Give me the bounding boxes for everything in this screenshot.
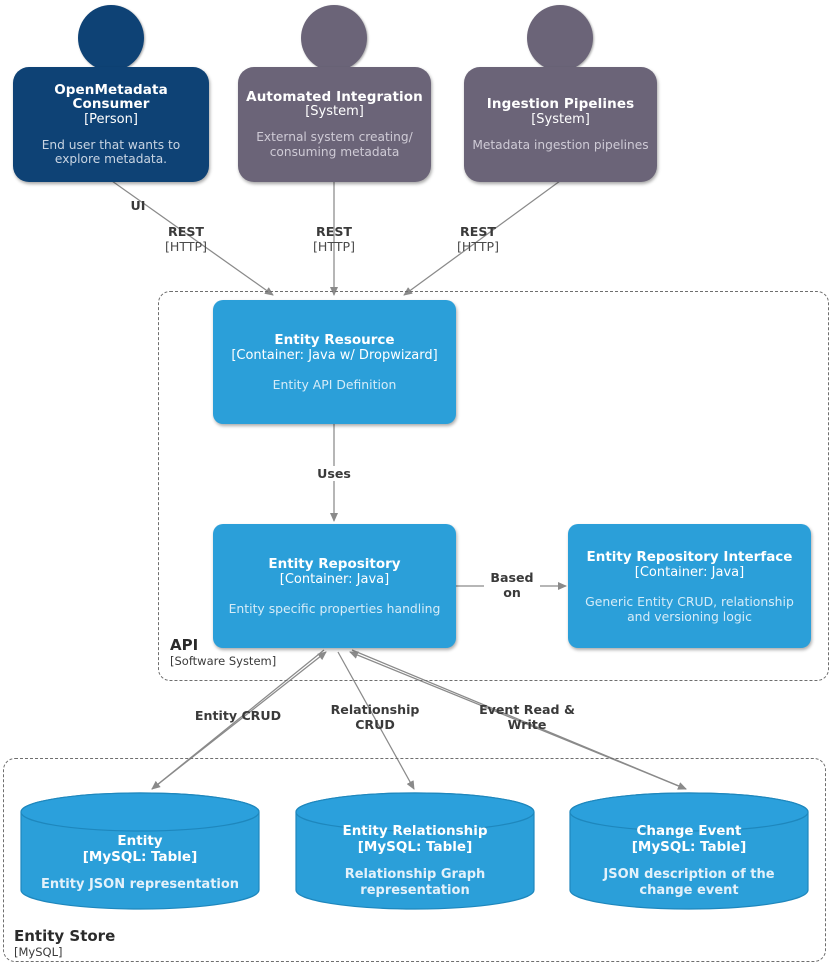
container-desc: Generic Entity CRUD, relationship and ve… <box>585 593 794 624</box>
actor-tech: [Person] <box>84 111 138 127</box>
edge-label-integration-rest: REST [HTTP] <box>294 224 374 254</box>
container-desc: Entity specific properties handling <box>228 601 441 616</box>
actor-desc: End user that wants to explore metadata. <box>41 137 181 167</box>
datastore-change-event-table[interactable]: Change Event [MySQL: Table] JSON descrip… <box>569 792 809 910</box>
actor-tech: [System] <box>305 104 364 120</box>
edge-label-consumer-rest: REST [HTTP] <box>146 224 226 254</box>
datastore-desc: Entity JSON representation <box>40 877 240 892</box>
datastore-name: Entity <box>117 833 163 849</box>
container-tech: [Container: Java w/ Dropwizard] <box>231 348 438 363</box>
edge-label-tech: [HTTP] <box>312 239 356 254</box>
actor-body: Automated Integration [System] External … <box>238 67 431 182</box>
cylinder-shape-icon <box>295 792 535 910</box>
datastore-text: Entity Relationship [MySQL: Table] Relat… <box>295 820 535 902</box>
datastore-text: Entity [MySQL: Table] Entity JSON repres… <box>20 828 260 898</box>
actor-tech: [System] <box>531 111 590 127</box>
edge-label-ingestion-rest: REST [HTTP] <box>438 224 518 254</box>
container-entity-repository-interface[interactable]: Entity Repository Interface [Container: … <box>568 524 811 648</box>
datastore-tech: [MySQL: Table] <box>631 839 747 855</box>
edge-label-name: Entity CRUD <box>194 708 282 723</box>
entity-store-boundary-name: Entity Store <box>14 927 116 945</box>
container-name: Entity Resource <box>274 332 395 348</box>
datastore-desc: Relationship Graph representation <box>344 867 486 898</box>
api-boundary <box>158 291 829 681</box>
actor-name: OpenMetadata Consumer <box>54 81 168 112</box>
container-tech: [Container: Java] <box>634 564 745 580</box>
entity-store-boundary-tech: [MySQL] <box>14 945 63 959</box>
edge-label-name: Relationship CRUD <box>330 702 420 732</box>
person-head-icon <box>527 5 593 71</box>
edge-label-name: Based on <box>490 570 534 600</box>
actor-openmetadata-consumer[interactable]: OpenMetadata Consumer [Person] End user … <box>13 5 209 182</box>
api-boundary-label: API [Software System] <box>170 636 277 669</box>
edge-label-name: Event Read & Write <box>479 702 575 732</box>
actor-body: Ingestion Pipelines [System] Metadata in… <box>464 67 657 182</box>
datastore-tech: [MySQL: Table] <box>82 849 198 865</box>
edge-label-name: REST <box>168 224 204 239</box>
edge-label-based-on: Based on <box>484 570 540 600</box>
edge-label-name: REST <box>316 224 352 239</box>
container-name: Entity Repository <box>268 556 401 572</box>
api-boundary-tech: [Software System] <box>170 654 277 668</box>
edge-label-entity-crud: Entity CRUD <box>186 708 290 723</box>
edge-label-event-read-write: Event Read & Write <box>462 702 592 732</box>
cylinder-shape-icon <box>569 792 809 910</box>
api-boundary-name: API <box>170 636 199 654</box>
edge-label-tech: [HTTP] <box>456 239 500 254</box>
datastore-name: Change Event <box>636 823 742 839</box>
container-desc: Entity API Definition <box>272 377 397 392</box>
datastore-desc: JSON description of the change event <box>603 867 775 898</box>
datastore-entity-table[interactable]: Entity [MySQL: Table] Entity JSON repres… <box>20 792 260 910</box>
actor-ingestion-pipelines[interactable]: Ingestion Pipelines [System] Metadata in… <box>464 5 657 182</box>
datastore-text: Change Event [MySQL: Table] JSON descrip… <box>569 820 809 902</box>
edge-label-ui: UI <box>113 198 163 213</box>
container-entity-repository[interactable]: Entity Repository [Container: Java] Enti… <box>213 524 456 648</box>
datastore-name: Entity Relationship <box>342 823 488 839</box>
container-entity-resource[interactable]: Entity Resource [Container: Java w/ Drop… <box>213 300 456 424</box>
edge-label-tech: [HTTP] <box>164 239 208 254</box>
cylinder-shape-icon <box>20 792 260 910</box>
edge-label-relationship-crud: Relationship CRUD <box>322 702 428 732</box>
edge-label-uses: Uses <box>294 466 374 481</box>
actor-name: Automated Integration <box>246 88 423 105</box>
container-tech: [Container: Java] <box>279 572 390 587</box>
container-name: Entity Repository Interface <box>586 548 793 565</box>
actor-name: Ingestion Pipelines <box>486 96 635 112</box>
edge-label-name: REST <box>460 224 496 239</box>
edge-label-name: UI <box>130 198 146 213</box>
actor-body: OpenMetadata Consumer [Person] End user … <box>13 67 209 182</box>
actor-automated-integration[interactable]: Automated Integration [System] External … <box>238 5 431 182</box>
person-head-icon <box>301 5 367 71</box>
actor-desc: Metadata ingestion pipelines <box>472 137 649 152</box>
person-head-icon <box>78 5 144 71</box>
edge-label-name: Uses <box>317 466 351 481</box>
datastore-entity-relationship-table[interactable]: Entity Relationship [MySQL: Table] Relat… <box>295 792 535 910</box>
entity-store-boundary-label: Entity Store [MySQL] <box>14 927 116 960</box>
actor-desc: External system creating/ consuming meta… <box>256 130 413 159</box>
datastore-tech: [MySQL: Table] <box>357 839 473 855</box>
entity-store-boundary <box>3 758 826 962</box>
